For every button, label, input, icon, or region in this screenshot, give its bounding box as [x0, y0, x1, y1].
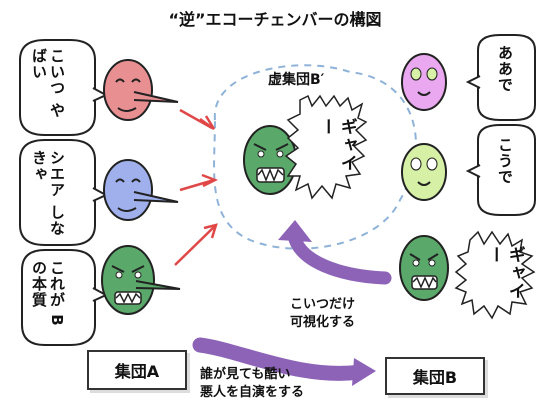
caption-act-line1: 誰が見ても酷い: [200, 367, 291, 382]
right-bubble-top-text: ああで: [496, 45, 514, 93]
right-bubble-mid-text: こうで: [496, 137, 514, 185]
group-a-box: 集団A: [87, 350, 187, 390]
purple-arrow-up: [278, 220, 392, 285]
green-monster-right: [399, 235, 449, 301]
left-bubble-top-text: こいつ やばい: [30, 48, 66, 130]
blue-face: [103, 159, 179, 221]
green-face-left: [101, 245, 181, 315]
left-bubble-top: [19, 39, 109, 136]
lime-face: [401, 143, 447, 201]
right-bubble-top: [465, 34, 536, 121]
red-arrows: [174, 108, 219, 266]
left-bubble-top-line2: やばい: [30, 48, 66, 119]
group-b-box: 集団B: [385, 357, 485, 395]
left-bubble-mid-line1: シエア: [48, 150, 66, 198]
left-bubble-mid-line2: しなきゃ: [30, 150, 66, 237]
virtual-group-boundary: [213, 64, 417, 250]
diagram-title: “逆”エコーチェンバーの構図: [168, 10, 382, 29]
caption-act: 誰が見ても酷い 悪人を自演をする: [200, 366, 304, 401]
purple-arrow-bottom: [192, 337, 376, 386]
left-bubble-top-line1: こいつ: [48, 48, 66, 96]
shout-text-right: ギャイー: [484, 246, 525, 300]
violet-face: [401, 53, 447, 111]
left-bubble-bot: [21, 249, 109, 346]
virtual-group-label: 虚集団B′: [268, 72, 325, 88]
shout-text-center: ギャイー: [316, 118, 357, 172]
caption-act-line2: 悪人を自演をする: [200, 384, 305, 400]
left-bubble-bot-text: これが Bの本質: [30, 260, 66, 342]
left-bubble-bot-line1: これが: [48, 260, 66, 308]
right-bubble-mid: [465, 124, 536, 216]
pink-face: [103, 59, 179, 121]
caption-visualize-line1: こいつだけ: [290, 297, 356, 312]
caption-visualize: こいつだけ 可視化する: [290, 296, 355, 331]
caption-visualize-line2: 可視化する: [290, 314, 356, 330]
left-bubble-mid-text: シエア しなきゃ: [30, 150, 66, 240]
shout-bubble-center: [284, 94, 368, 200]
left-bubble-bot-line2: Bの本質: [30, 260, 66, 327]
shout-bubble-right: [454, 230, 536, 320]
green-monster-center: [243, 125, 297, 195]
